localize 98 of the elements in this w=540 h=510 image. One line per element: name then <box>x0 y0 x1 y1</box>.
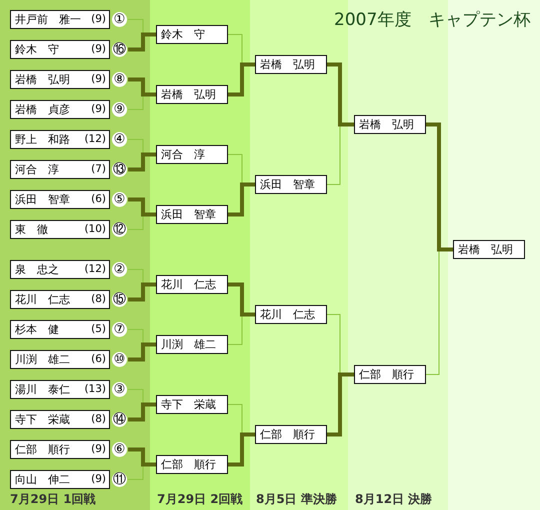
score: (12) <box>84 263 106 276</box>
player-name: 井戸前 雅一 <box>15 13 81 26</box>
player-box <box>10 320 110 339</box>
player-box <box>10 290 110 309</box>
player-name: 花川 仁志 <box>15 293 70 306</box>
bracket-line <box>228 404 242 435</box>
bracket-line <box>326 314 340 375</box>
player-name: 泉 忠之 <box>15 263 59 276</box>
player-box <box>10 70 110 89</box>
player-box <box>156 145 228 164</box>
player-name: 仁部 順行 <box>161 458 216 471</box>
bracket-line <box>228 34 242 65</box>
player-box <box>10 410 110 429</box>
player-name: 岩橋 貞彦 <box>15 103 70 116</box>
score: (8) <box>91 413 106 426</box>
player-name: 川渕 雄二 <box>15 353 70 366</box>
bracket-line <box>128 94 144 110</box>
player-name: 仁部 順行 <box>359 368 414 381</box>
bracket-line <box>128 139 144 155</box>
player-name: 寺下 栄蔵 <box>161 398 216 411</box>
player-name: 花川 仁志 <box>161 278 216 291</box>
score: (6) <box>91 353 106 366</box>
score: (5) <box>91 323 106 336</box>
score: (9) <box>91 443 106 456</box>
bracket-line <box>426 249 440 375</box>
player-name: 河合 淳 <box>161 148 205 161</box>
player-box <box>156 25 228 44</box>
player-name: 岩橋 弘明 <box>15 73 70 86</box>
score: (12) <box>84 133 106 146</box>
round-label: 7月29日 2回戦 <box>157 492 243 507</box>
player-box <box>255 305 327 324</box>
player-box <box>255 55 327 74</box>
player-box <box>10 160 110 179</box>
player-name: 岩橋 弘明 <box>161 88 216 101</box>
player-box <box>10 130 110 149</box>
score: (9) <box>91 103 106 116</box>
bracket-line <box>128 269 144 285</box>
player-name: 浜田 智章 <box>260 178 315 191</box>
player-name: 浜田 智章 <box>15 193 70 206</box>
player-name: 杉本 健 <box>15 323 59 336</box>
player-box <box>10 380 110 399</box>
title: 2007年度 キャプテン杯 <box>334 10 530 31</box>
player-box <box>10 10 110 29</box>
score: (13) <box>84 383 106 396</box>
bracket-line <box>228 314 242 345</box>
round-label: 8月5日 準決勝 <box>256 492 337 507</box>
bracket-line <box>326 124 340 185</box>
score: (6) <box>91 193 106 206</box>
player-name: 湯川 泰仁 <box>15 383 70 396</box>
player-box <box>156 335 228 354</box>
bracket-line <box>128 389 144 405</box>
player-name: 河合 淳 <box>15 163 59 176</box>
round-label: 8月12日 決勝 <box>355 492 432 507</box>
player-box <box>10 100 110 119</box>
player-name: 野上 和路 <box>15 133 70 146</box>
player-name: 川渕 雄二 <box>161 338 216 351</box>
player-name: 岩橋 弘明 <box>260 58 315 71</box>
score: (9) <box>91 73 106 86</box>
player-name: 花川 仁志 <box>260 308 315 321</box>
player-box <box>453 240 525 259</box>
score: (7) <box>91 163 106 176</box>
player-name: 仁部 順行 <box>260 428 315 441</box>
player-box <box>156 395 228 414</box>
player-box <box>10 190 110 209</box>
player-box <box>354 115 426 134</box>
score: (9) <box>91 43 106 56</box>
player-box <box>255 425 327 444</box>
player-box <box>156 455 228 474</box>
round-label: 7月29日 1回戦 <box>10 492 96 507</box>
bracket-line <box>128 19 144 35</box>
player-box <box>10 220 110 239</box>
player-box <box>255 175 327 194</box>
player-box <box>156 85 228 104</box>
player-box <box>10 40 110 59</box>
score: (8) <box>91 293 106 306</box>
score: (10) <box>84 223 106 236</box>
score: (9) <box>91 13 106 26</box>
player-name: 向山 伸二 <box>15 473 70 486</box>
player-box <box>354 365 426 384</box>
player-box <box>156 275 228 294</box>
score: (9) <box>91 473 106 486</box>
player-box <box>10 470 110 489</box>
player-box <box>10 440 110 459</box>
player-box <box>10 260 110 279</box>
bracket-line <box>128 214 144 230</box>
player-name: 鈴木 守 <box>15 43 59 56</box>
player-name: 岩橋 弘明 <box>359 118 414 131</box>
player-name: 寺下 栄蔵 <box>15 413 70 426</box>
player-name: 鈴木 守 <box>161 28 205 41</box>
bracket-line <box>128 329 144 345</box>
player-box <box>10 350 110 369</box>
player-name: 岩橋 弘明 <box>458 243 513 256</box>
player-name: 仁部 順行 <box>15 443 70 456</box>
player-name: 浜田 智章 <box>161 208 216 221</box>
bracket-line <box>128 464 144 480</box>
bracket-line <box>228 154 242 185</box>
player-box <box>156 205 228 224</box>
player-name: 東 徹 <box>15 223 48 236</box>
